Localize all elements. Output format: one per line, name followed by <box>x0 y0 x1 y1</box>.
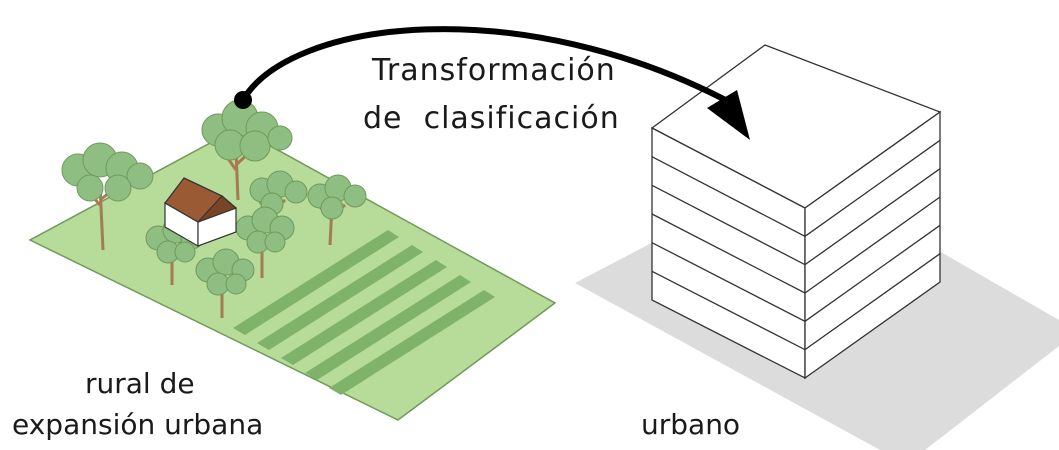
transformation-label-line1: Transformación <box>371 53 616 88</box>
crop-row <box>281 260 447 365</box>
tree <box>61 142 154 251</box>
tree <box>195 248 255 318</box>
crop-row <box>257 245 423 350</box>
rural-label-line1: rural de <box>85 367 195 400</box>
crop-rows <box>233 230 495 395</box>
arrow-curve <box>240 26 737 108</box>
rural-label-line2: expansión urbana <box>12 408 263 441</box>
floor-line <box>651 224 941 323</box>
house <box>164 177 237 248</box>
crop-row <box>305 275 471 380</box>
rural-plot <box>28 99 557 421</box>
floor-line <box>651 168 941 266</box>
floor-line <box>651 139 941 238</box>
urban-label: urbano <box>641 408 740 441</box>
tree <box>307 174 367 246</box>
arrow-head-icon <box>707 90 750 140</box>
tree <box>201 99 293 201</box>
transformation-label-line2: de clasificación <box>363 101 620 136</box>
crop-row <box>233 230 399 335</box>
crop-row <box>329 290 495 395</box>
floor-line <box>651 196 941 294</box>
urban-block <box>575 44 1059 450</box>
floor-line <box>651 253 941 351</box>
tree <box>235 206 295 278</box>
transformation-arrow <box>234 26 750 140</box>
floor-lines <box>651 139 941 351</box>
house-roof-side <box>183 177 237 223</box>
